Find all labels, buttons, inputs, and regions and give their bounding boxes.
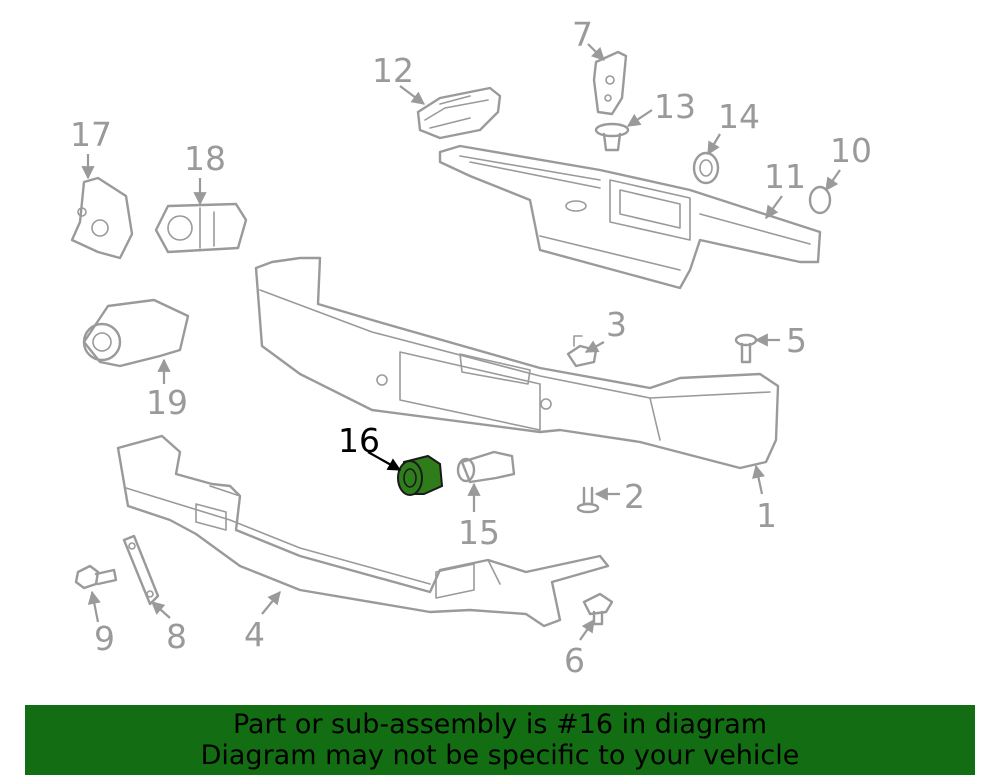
callout-1[interactable]: 1	[756, 496, 777, 535]
callout-14[interactable]: 14	[718, 97, 760, 136]
info-banner: Part or sub-assembly is #16 in diagram D…	[25, 705, 975, 775]
part-6-nut-plate	[582, 592, 614, 626]
part-7-bracket	[592, 50, 628, 116]
callout-13[interactable]: 13	[654, 87, 696, 126]
part-1-rear-bumper	[254, 256, 780, 470]
callout-8[interactable]: 8	[166, 617, 187, 656]
callout-7[interactable]: 7	[572, 15, 593, 54]
callout-labels: 1 2 3 4 5 6 7 8 9 10 11 12 13 14 15 16 1…	[70, 15, 872, 680]
part-14-grommet	[692, 151, 720, 185]
part-4-hitch-frame	[116, 434, 610, 628]
callout-18[interactable]: 18	[184, 139, 226, 178]
part-16-sensor-bezel	[397, 454, 444, 496]
callout-19[interactable]: 19	[146, 383, 188, 422]
banner-line-part: Part or sub-assembly is #16 in diagram	[232, 709, 768, 740]
part-5-bolt	[734, 333, 758, 364]
part-10-o-ring	[808, 185, 832, 215]
callout-17[interactable]: 17	[70, 115, 112, 154]
part-11-step-bar	[438, 144, 822, 290]
part-17-connector-bracket	[70, 176, 134, 260]
callout-arrows	[81, 43, 841, 641]
callout-12[interactable]: 12	[372, 51, 414, 90]
part-12-step-pad	[416, 86, 502, 140]
callout-15[interactable]: 15	[458, 513, 500, 552]
part-3-bracket-clip	[566, 335, 598, 368]
callout-16[interactable]: 16	[338, 421, 380, 460]
part-13-push-pin	[594, 122, 630, 152]
callout-10[interactable]: 10	[830, 131, 872, 170]
part-8-link-plate	[122, 534, 160, 606]
callout-11[interactable]: 11	[764, 157, 806, 196]
part-9-bolt	[74, 564, 118, 590]
callout-3[interactable]: 3	[606, 305, 627, 344]
part-2-bolt	[576, 486, 600, 514]
callout-9[interactable]: 9	[94, 619, 115, 658]
part-18-connector	[154, 202, 248, 254]
part-19-hitch-connector	[82, 298, 190, 368]
callout-6[interactable]: 6	[564, 641, 585, 680]
parts-diagram: 1 2 3 4 5 6 7 8 9 10 11 12 13 14 15 16 1…	[70, 15, 872, 680]
banner-line-disclaimer: Diagram may not be specific to your vehi…	[200, 740, 800, 771]
callout-4[interactable]: 4	[244, 615, 265, 654]
callout-5[interactable]: 5	[786, 321, 807, 360]
part-15-sensor-housing	[456, 450, 516, 484]
callout-2[interactable]: 2	[624, 477, 645, 516]
